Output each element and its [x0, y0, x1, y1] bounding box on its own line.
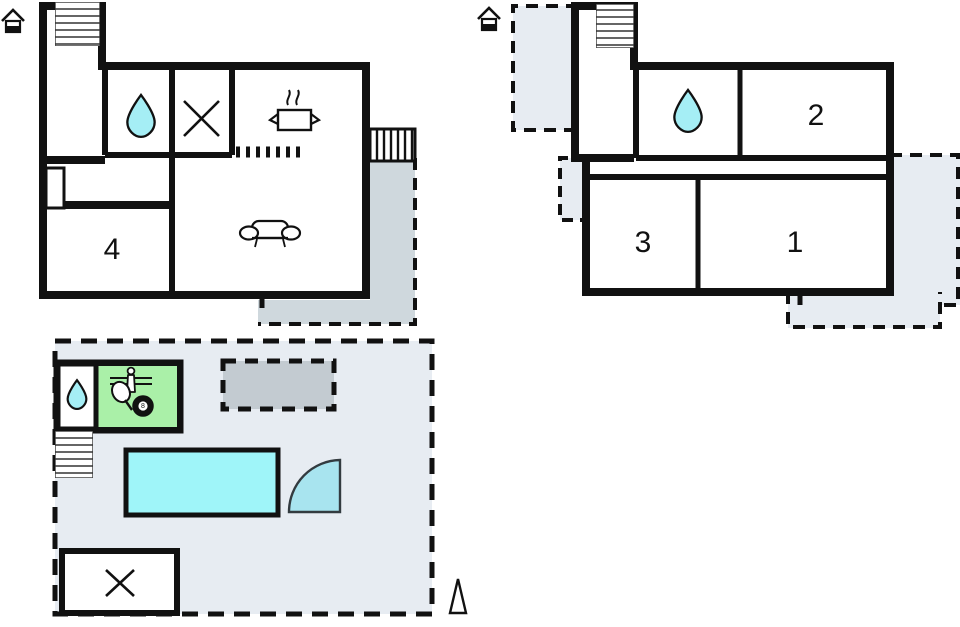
terrace-right-lower: [890, 153, 960, 307]
terrace-right-upper: [258, 155, 417, 326]
jacuzzi-quarter-circle: [287, 458, 342, 514]
water-drop-icon: [673, 87, 703, 134]
terrace-bottom-lower: [786, 292, 942, 329]
unused-basement-room: [59, 548, 180, 616]
house-outline-lower: [571, 2, 894, 296]
entry-door-left-icon: [44, 166, 66, 210]
house-icon: [1, 8, 25, 34]
cooking-pot-icon: [267, 89, 322, 132]
room-label-1: 1: [787, 226, 804, 259]
stairs-horizontal-icon: [55, 431, 93, 478]
sofa-icon: [238, 219, 302, 248]
room-label-3: 3: [635, 226, 652, 259]
stairs-horizontal-icon: [596, 4, 634, 48]
floor-upper-left: 4: [1, 2, 417, 326]
north-arrow-icon: [448, 578, 468, 615]
carport-area: [220, 358, 337, 412]
room-label-2: 2: [808, 99, 825, 132]
interior-walls-lower: [586, 66, 890, 305]
floor-lower-right: 2 3 1: [477, 2, 960, 329]
game-room-icon: 8: [110, 366, 154, 417]
floor-basement-garden: 8: [52, 338, 468, 617]
water-drop-icon: [126, 92, 156, 139]
terrace-top-left-lower: [511, 4, 580, 132]
house-icon: [477, 6, 501, 32]
room-label-4: 4: [104, 233, 121, 266]
water-drop-icon: [66, 378, 88, 411]
cross-icon: [183, 100, 220, 137]
terrace-middle-left-lower: [558, 156, 586, 222]
swimming-pool: [123, 447, 281, 518]
house-outline-upper: [39, 2, 370, 299]
svg-text:8: 8: [141, 403, 145, 410]
stairs-vertical-icon: [368, 127, 417, 163]
stairs-horizontal-icon: [55, 2, 100, 46]
